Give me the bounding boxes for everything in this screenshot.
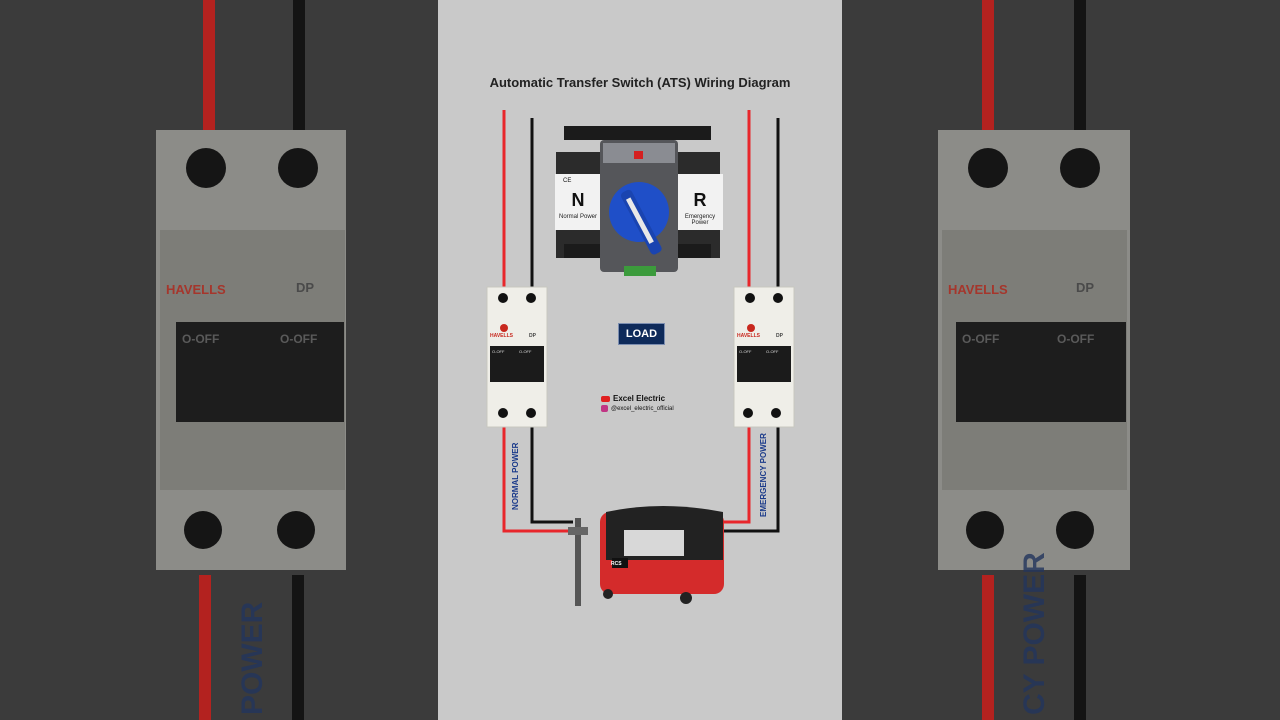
bg-right-off-1: O-OFF <box>962 332 1000 346</box>
generator <box>600 506 724 604</box>
breaker-left-off-1: O-OFF <box>492 349 505 354</box>
breaker-right-off-1: O-OFF <box>739 349 752 354</box>
channel-handle-text: @excel_electric_official <box>611 406 674 413</box>
ats-right-caption: Emergency Power <box>684 214 716 226</box>
breaker-right <box>733 286 795 428</box>
normal-live-wire-bottom <box>502 425 578 533</box>
ats-normal-plate <box>555 174 601 230</box>
background-left-art <box>0 0 438 720</box>
breaker-right-off-2: O-OFF <box>766 349 779 354</box>
ats-switch <box>555 126 723 276</box>
emergency-neutral-wire-bottom <box>723 425 780 533</box>
bg-left-off-2: O-OFF <box>280 332 318 346</box>
normal-neutral-wire-bottom <box>530 425 573 524</box>
bg-right-brand: HAVELLS <box>948 282 1008 297</box>
ground-rod <box>568 518 588 606</box>
background-right-art <box>842 0 1280 720</box>
bg-black-wire-top <box>293 0 305 140</box>
breaker-right-type: DP <box>776 333 783 339</box>
bg-right-off-2: O-OFF <box>1057 332 1095 346</box>
channel-name: Excel Electric <box>601 394 665 403</box>
channel-handle: @excel_electric_official <box>601 405 674 412</box>
ats-left-letter: N <box>571 190 585 210</box>
load-badge: LOAD <box>618 323 665 345</box>
bg-left-wire-label: POWER <box>236 601 269 715</box>
bg-left-off-1: O-OFF <box>182 332 220 346</box>
breaker-left-type: DP <box>529 333 536 339</box>
breaker-left <box>486 286 548 428</box>
breaker-left-off-2: O-OFF <box>519 349 532 354</box>
background-right: HAVELLS DP O-OFF O-OFF CY POWER <box>842 0 1280 720</box>
ats-right-letter: R <box>693 190 707 210</box>
bg-right-type: DP <box>1076 280 1095 295</box>
wiring-diagram <box>486 110 795 606</box>
diagram-title: Automatic Transfer Switch (ATS) Wiring D… <box>489 75 791 90</box>
normal-power-label: NORMAL POWER <box>511 442 520 510</box>
emergency-power-label: EMERGENCY POWER <box>759 433 768 517</box>
emergency-live-wire-bottom <box>723 425 751 524</box>
ats-emergency-plate <box>677 174 723 230</box>
bg-red-wire-top <box>203 0 215 140</box>
ats-ce-mark: CE <box>563 178 572 184</box>
bg-breaker-toggle <box>176 322 344 422</box>
bg-right-wire-label: CY POWER <box>1018 552 1051 715</box>
channel-name-text: Excel Electric <box>613 394 666 403</box>
breaker-left-brand: HAVELLS <box>490 333 513 339</box>
youtube-icon <box>601 395 610 402</box>
generator-badge: RCS <box>611 561 622 567</box>
breaker-right-brand: HAVELLS <box>737 333 760 339</box>
bg-left-type: DP <box>296 280 315 295</box>
background-left: HAVELLS DP O-OFF O-OFF POWER <box>0 0 438 720</box>
instagram-icon <box>601 405 608 412</box>
ats-left-caption: Normal Power <box>558 214 597 220</box>
bg-left-brand: HAVELLS <box>166 282 226 297</box>
diagram-panel: Automatic Transfer Switch (ATS) Wiring D… <box>438 0 842 720</box>
